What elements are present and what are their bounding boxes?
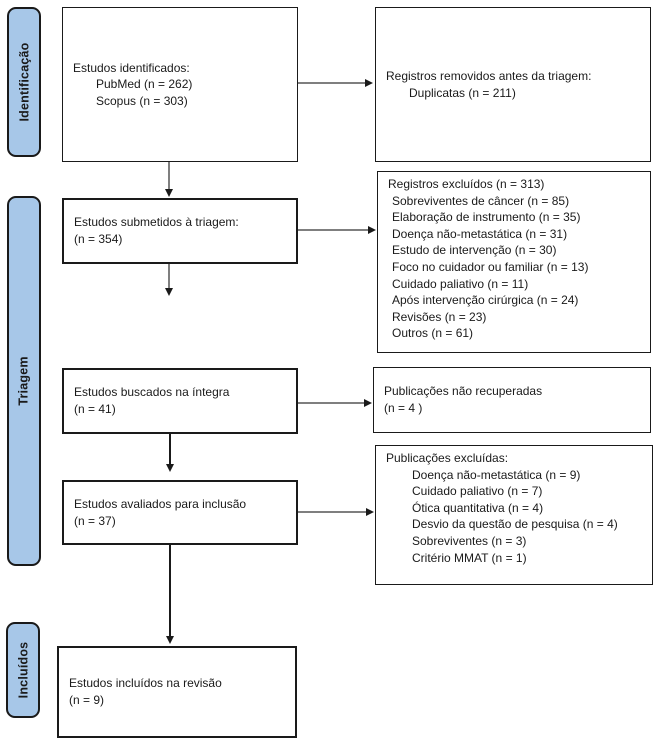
arrow-assessed-to-pubs-excluded-line	[298, 511, 367, 513]
box-records-excluded: Registros excluídos (n = 313) Sobreviven…	[377, 171, 651, 353]
text-line: Estudos avaliados para inclusão	[74, 496, 247, 511]
text-line: (n = 37)	[74, 513, 116, 528]
text-line: Sobreviventes (n = 3)	[412, 533, 527, 548]
text-line: Registros excluídos (n = 313)	[388, 177, 545, 191]
arrow-identified-to-removed-line	[298, 82, 366, 84]
text-line: Após intervenção cirúrgica (n = 24)	[392, 293, 579, 308]
text-line: Estudos submetidos à triagem:	[74, 215, 239, 230]
arrow-screened-to-sought-head-icon	[165, 288, 173, 296]
text-line: Critério MMAT (n = 1)	[412, 550, 527, 565]
box-studies-included-in-review: Estudos incluídos na revisão (n = 9)	[57, 646, 297, 738]
stage-label-identification-text: Identificação	[17, 42, 32, 122]
text-line: Estudos incluídos na revisão	[69, 676, 222, 691]
stage-label-included: Incluídos	[6, 622, 40, 718]
text-line: (n = 9)	[69, 693, 105, 707]
arrow-screened-to-excluded-head-icon	[368, 226, 376, 234]
stage-label-screening: Triagem	[7, 196, 41, 566]
text-line: Duplicatas (n = 211)	[409, 85, 516, 100]
text-line: Doença não-metastática (n = 31)	[392, 226, 568, 241]
text-line: Foco no cuidador ou familiar (n = 13)	[392, 259, 589, 274]
text-line: Estudos identificados:	[73, 60, 190, 75]
arrow-sought-to-assessed-line	[169, 434, 171, 465]
arrow-sought-to-not-retrieved-head-icon	[364, 399, 372, 407]
text-line: Sobreviventes de câncer (n = 85)	[392, 193, 570, 208]
stage-label-screening-text: Triagem	[17, 356, 31, 406]
text-line: Cuidado paliativo (n = 7)	[412, 484, 543, 499]
arrow-sought-to-assessed-head-icon	[166, 464, 174, 472]
box-studies-assessed: Estudos avaliados para inclusão (n = 37)	[62, 480, 298, 545]
text-line: Scopus (n = 303)	[96, 93, 188, 108]
arrow-screened-to-excluded-line	[298, 229, 369, 231]
box-publications-not-retrieved: Publicações não recuperadas (n = 4 )	[373, 367, 651, 433]
text-line: Publicações excluídas:	[386, 451, 509, 465]
text-line: Estudos buscados na íntegra	[74, 385, 230, 400]
text-line: (n = 4 )	[384, 401, 423, 415]
text-line: (n = 354)	[74, 232, 123, 246]
text-line: Revisões (n = 23)	[392, 309, 487, 324]
text-line: Doença não-metastática (n = 9)	[412, 467, 581, 482]
stage-label-included-text: Incluídos	[16, 641, 31, 699]
box-studies-screened: Estudos submetidos à triagem: (n = 354)	[62, 198, 298, 264]
arrow-identified-to-removed-head-icon	[365, 79, 373, 87]
text-line: Ótica quantitativa (n = 4)	[412, 500, 544, 515]
text-line: Publicações não recuperadas	[384, 384, 543, 399]
text-line: Estudo de intervenção (n = 30)	[392, 243, 557, 258]
text-line: Desvio da questão de pesquisa (n = 4)	[412, 517, 618, 532]
box-studies-identified: Estudos identificados: PubMed (n = 262) …	[62, 7, 298, 162]
text-line: Outros (n = 61)	[392, 326, 474, 341]
box-studies-sought-full-text: Estudos buscados na íntegra (n = 41)	[62, 368, 298, 434]
arrow-identified-to-screened-head-icon	[165, 189, 173, 197]
box-publications-excluded: Publicações excluídas: Doença não-metast…	[375, 445, 653, 585]
arrow-assessed-to-included-head-icon	[166, 636, 174, 644]
text-line: PubMed (n = 262)	[96, 77, 193, 92]
box-records-removed-before-screening: Registros removidos antes da triagem: Du…	[375, 7, 651, 162]
arrow-assessed-to-included-line	[169, 545, 171, 637]
arrow-screened-to-sought-line	[168, 264, 170, 289]
arrow-sought-to-not-retrieved-line	[298, 402, 365, 404]
arrow-identified-to-screened-line	[168, 162, 170, 190]
text-line: Elaboração de instrumento (n = 35)	[392, 210, 581, 225]
text-line: Registros removidos antes da triagem:	[386, 68, 592, 83]
text-line: (n = 41)	[74, 402, 116, 416]
arrow-assessed-to-pubs-excluded-head-icon	[366, 508, 374, 516]
stage-label-identification: Identificação	[7, 7, 41, 157]
text-line: Cuidado paliativo (n = 11)	[392, 276, 529, 291]
